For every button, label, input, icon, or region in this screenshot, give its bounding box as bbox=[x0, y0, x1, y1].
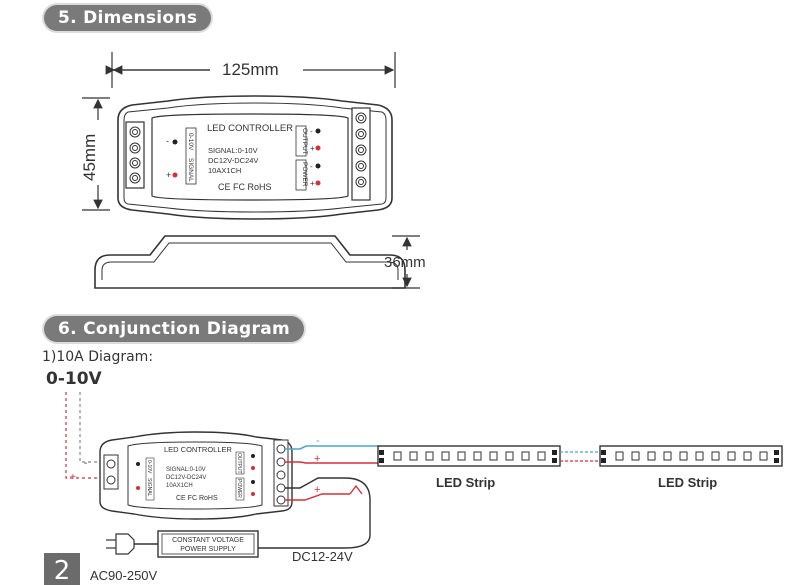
ac-voltage-label: AC90-250V bbox=[90, 568, 158, 583]
width-dimension-line bbox=[105, 52, 396, 88]
controller-side-view bbox=[94, 235, 406, 289]
power-wires bbox=[258, 477, 371, 549]
controller-spec-signal: SIGNAL:0-10V bbox=[208, 146, 258, 155]
diagram-controller-voltage: DC12V-DC24V bbox=[166, 475, 206, 481]
controller-diagram: LED CONTROLLER SIGNAL:0-10V DC12V-DC24V … bbox=[99, 431, 293, 520]
dc-voltage-label: DC12-24V bbox=[292, 549, 353, 564]
controller-plus-pwr: + bbox=[310, 179, 315, 188]
controller-label-power: POWER bbox=[301, 162, 308, 187]
diagram-subtitle: 1)10A Diagram: bbox=[42, 349, 154, 365]
controller-top-view: LED CONTROLLER SIGNAL:0-10V DC12V-DC24V … bbox=[117, 95, 393, 220]
wire-minus-signal: - bbox=[84, 458, 87, 469]
wire-plus-signal: + bbox=[70, 472, 76, 483]
controller-minus-pwr: - bbox=[310, 162, 313, 171]
controller-minus-left: - bbox=[166, 136, 169, 146]
diagram-controller-output: OUTPUT bbox=[236, 453, 242, 474]
section-title-conjunction: 6. Conjunction Diagram bbox=[44, 316, 304, 342]
led-strip-2 bbox=[599, 445, 783, 467]
output-wires bbox=[285, 445, 380, 464]
controller-label-range: 0-10V bbox=[187, 133, 194, 151]
terminal-block-left bbox=[125, 121, 145, 189]
controller-label-output: OUTPUT bbox=[301, 128, 308, 155]
controller-certs: CE FC RoHS bbox=[218, 182, 272, 192]
diagram-controller-certs: CE FC RoHS bbox=[176, 495, 218, 502]
strip-link-wires bbox=[560, 451, 600, 462]
controller-spec-voltage: DC12V-DC24V bbox=[208, 156, 258, 165]
psu-line-1: CONSTANT VOLTAGE bbox=[172, 537, 244, 544]
diagram-signal-label: 0-10V bbox=[46, 369, 102, 389]
controller-plus-left: + bbox=[166, 170, 171, 180]
ac-plug-icon bbox=[106, 533, 135, 555]
height-dimension-line bbox=[82, 97, 110, 211]
led-strip-1 bbox=[377, 445, 561, 467]
power-supply: CONSTANT VOLTAGE POWER SUPPLY bbox=[134, 530, 259, 558]
psu-line-2: POWER SUPPLY bbox=[180, 546, 236, 553]
diagram-controller-power: POWER bbox=[236, 479, 242, 498]
wire-plus-output: + bbox=[314, 453, 320, 465]
controller-spec-current: 10AX1CH bbox=[208, 166, 241, 175]
controller-title: LED CONTROLLER bbox=[207, 123, 293, 134]
page-number-badge: 2 bbox=[44, 553, 80, 585]
signal-wires bbox=[65, 392, 100, 479]
led-strip-1-label: LED Strip bbox=[436, 475, 496, 490]
section-title-dimensions: 5. Dimensions bbox=[44, 5, 212, 31]
controller-label-signal: SIGNAL bbox=[187, 158, 194, 182]
diagram-controller-signal-label: SIGNAL bbox=[146, 478, 152, 497]
dimension-height-label: 45mm bbox=[80, 133, 99, 181]
dimension-width-label: 125mm bbox=[222, 60, 279, 79]
wire-plus-power: + bbox=[314, 484, 320, 496]
depth-dimension-line bbox=[392, 235, 420, 289]
controller-plus-out: + bbox=[310, 144, 315, 153]
led-strip-2-label: LED Strip bbox=[658, 475, 718, 490]
diagram-controller-range: 0-10V bbox=[146, 460, 152, 474]
wire-minus-output: - bbox=[316, 435, 320, 447]
controller-minus-out: - bbox=[310, 127, 313, 136]
dimension-depth-label: 36mm bbox=[384, 254, 426, 271]
diagram-controller-signal: SIGNAL:0-10V bbox=[166, 467, 206, 473]
diagram-controller-current: 10AX1CH bbox=[166, 483, 193, 489]
diagram-controller-title: LED CONTROLLER bbox=[164, 445, 233, 454]
